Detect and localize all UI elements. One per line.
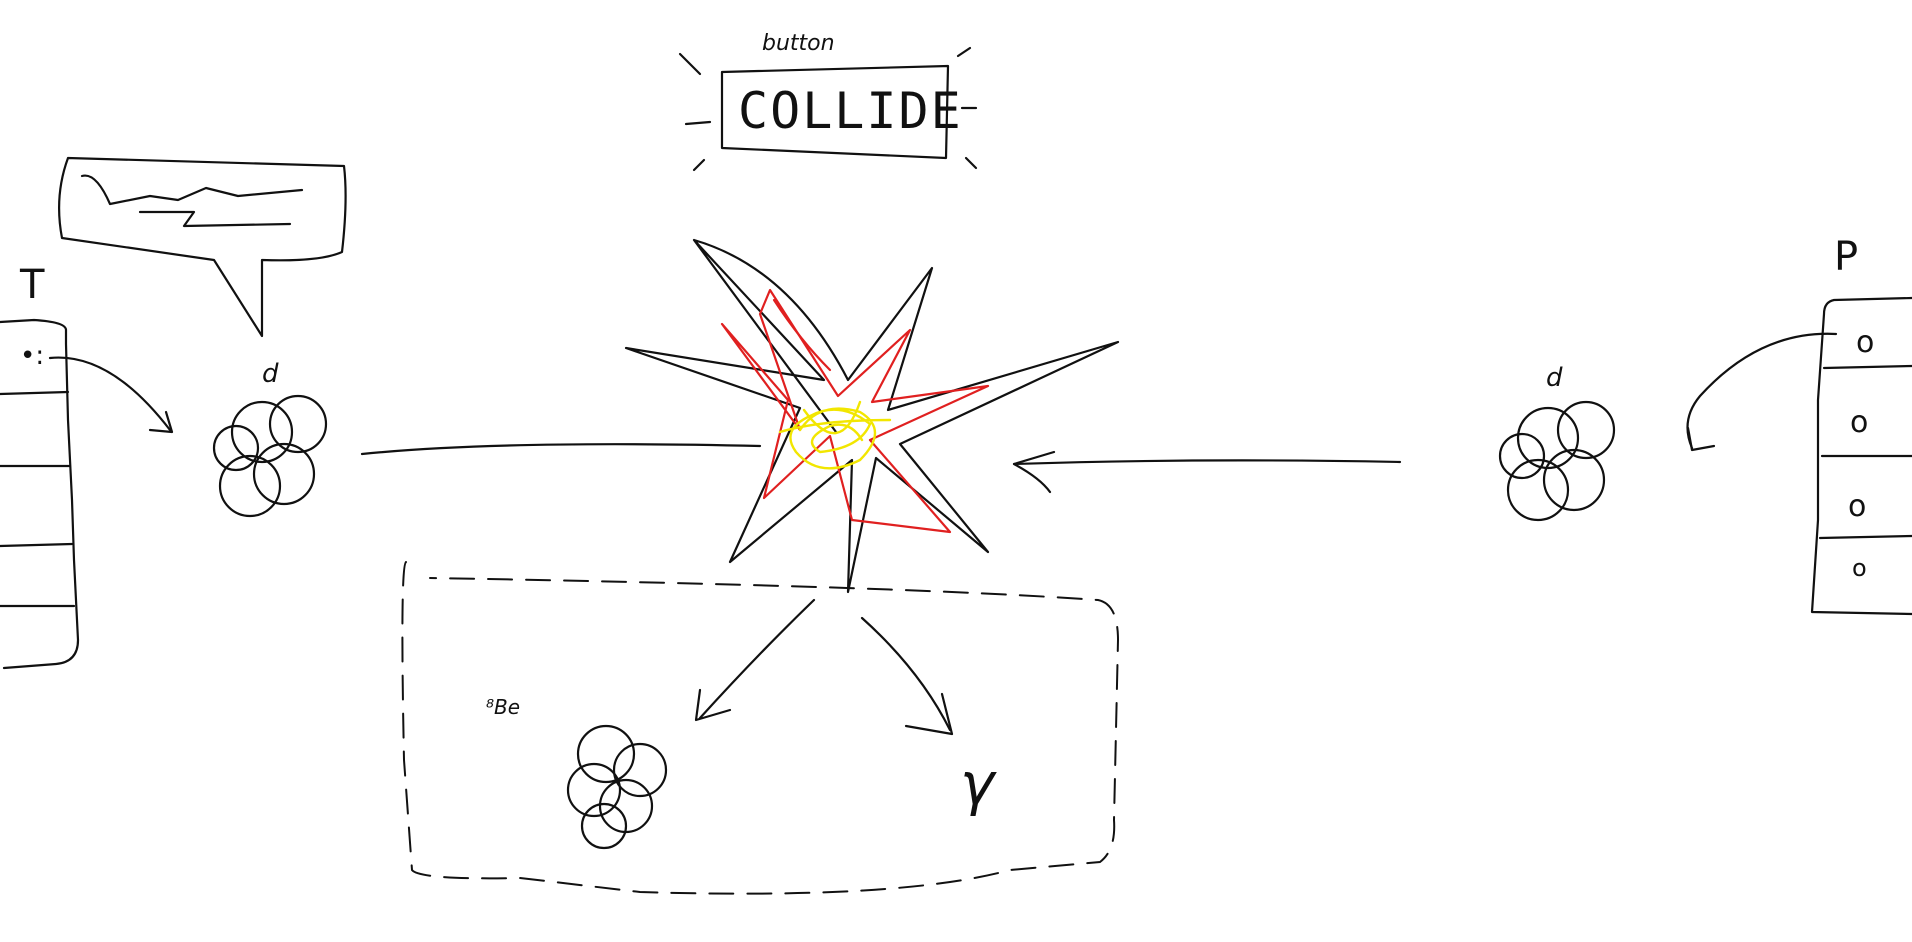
- left-incoming-path: [360, 443, 762, 456]
- left-particle: d: [212, 359, 328, 518]
- right-arrow: [1686, 332, 1838, 452]
- button-caption: button: [762, 31, 835, 56]
- left-arrow: [48, 356, 174, 434]
- button-label: COLLIDE: [738, 82, 963, 140]
- product-particle-label: ⁸Be: [486, 695, 520, 719]
- right-particle: d: [1498, 363, 1616, 522]
- left-table-divider: [0, 390, 70, 396]
- left-table-label: T: [19, 262, 45, 308]
- right-particle-label: d: [1546, 363, 1563, 393]
- left-particle-label: d: [262, 359, 279, 389]
- right-table-row-marker: o: [1848, 489, 1866, 524]
- product-arrow-right: [860, 616, 954, 736]
- particle-cluster-icon: [212, 394, 328, 518]
- explosion-icon: [624, 238, 1120, 594]
- collide-button[interactable]: button COLLIDE: [678, 31, 978, 172]
- right-table: P o o o o: [1810, 234, 1912, 616]
- left-table-border: [0, 318, 80, 670]
- left-table-row-marker: •:: [20, 341, 44, 371]
- particle-cluster-icon: [1498, 400, 1616, 522]
- button-glow-icon: [678, 46, 978, 172]
- button-frame: [720, 64, 950, 160]
- particle-cluster-icon: [566, 724, 668, 850]
- speech-bubble-outline: [58, 156, 347, 338]
- right-table-row-marker: o: [1850, 405, 1868, 440]
- product-arrow-left: [694, 598, 816, 722]
- left-table-divider: [0, 542, 74, 548]
- right-table-label: P: [1834, 234, 1858, 280]
- speech-bubble: [58, 156, 347, 338]
- product-particle: ⁸Be: [486, 695, 668, 850]
- left-table: T •:: [0, 262, 80, 670]
- product-gamma-label: γ: [960, 750, 997, 818]
- products-box: [401, 561, 1120, 895]
- speech-bubble-scribble: [80, 174, 304, 206]
- right-table-row-marker: o: [1852, 554, 1867, 582]
- right-incoming: [1012, 450, 1402, 494]
- right-table-row-marker: o: [1856, 325, 1874, 360]
